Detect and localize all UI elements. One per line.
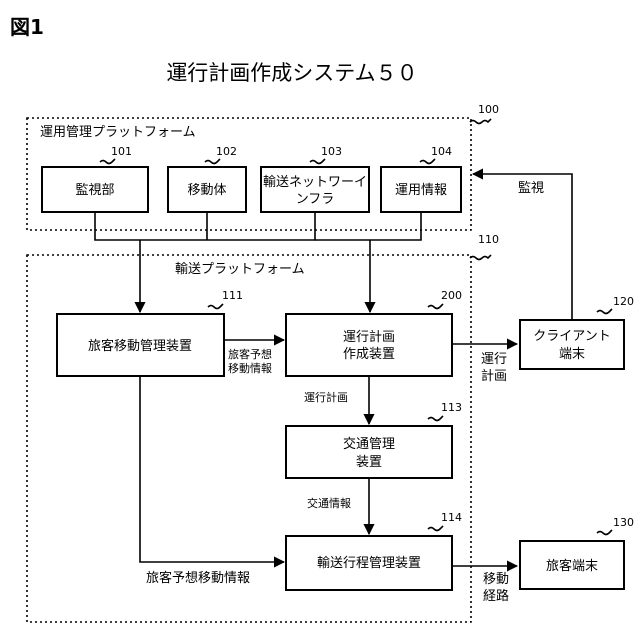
route-line1: 移動 <box>483 572 509 587</box>
infra-ref-squiggle <box>310 159 325 164</box>
infra-node-ref: 103 <box>321 145 342 158</box>
opinfo-node-label: 運用情報 <box>395 183 447 198</box>
plan-label: 運行計画 <box>304 390 348 404</box>
passenger-terminal-ref: 130 <box>613 516 634 529</box>
monitor-node-ref: 101 <box>111 145 132 158</box>
predicted-info-line2: 移動情報 <box>228 361 272 375</box>
transport-platform-ref: 110 <box>478 233 499 246</box>
plan-out-line2: 計画 <box>481 368 507 384</box>
ops-platform-label: 運用管理プラットフォーム <box>40 125 196 140</box>
figure-label: 図1 <box>10 15 44 39</box>
top-bus-left <box>95 212 315 240</box>
itinerary-mgmt-label: 輸送行程管理装置 <box>317 556 421 571</box>
plan-out-line1: 運行 <box>481 352 507 367</box>
passenger-mgmt-ref-squiggle <box>208 304 223 309</box>
plan-creator-node <box>286 314 452 376</box>
itinerary-mgmt-ref: 114 <box>441 511 462 524</box>
traffic-mgmt-line2: 装置 <box>356 455 382 470</box>
monitor-ref-squiggle <box>100 159 115 164</box>
predicted-info-line1: 旅客予想 <box>228 347 272 361</box>
plan-creator-ref: 200 <box>441 289 462 302</box>
passenger-mgmt-label: 旅客移動管理装置 <box>88 338 192 354</box>
traffic-mgmt-line1: 交通管理 <box>343 436 395 452</box>
client-ref: 120 <box>613 295 634 308</box>
mobile-node-label: 移動体 <box>187 183 226 198</box>
itinerary-mgmt-ref-squiggle <box>428 526 443 531</box>
top-bus-right <box>315 212 421 240</box>
diagram-title: 運行計画作成システム５０ <box>166 61 417 85</box>
infra-node-line2: ンフラ <box>296 192 335 207</box>
passenger-terminal-label: 旅客端末 <box>546 558 598 574</box>
passenger-to-itinerary-arrow <box>140 376 284 562</box>
client-line1: クライアント <box>533 329 610 344</box>
traffic-mgmt-ref-squiggle <box>428 416 443 421</box>
transport-platform-label: 輸送プラットフォーム <box>175 262 305 277</box>
infra-node-line1: 輸送ネットワーイ <box>263 175 367 190</box>
client-line2: 端末 <box>559 347 585 362</box>
ops-platform-ref: 100 <box>478 103 499 116</box>
ops-platform-ref-squiggle <box>470 119 491 124</box>
plan-creator-ref-squiggle <box>428 304 443 309</box>
traffic-info-label: 交通情報 <box>307 496 351 510</box>
opinfo-node-ref: 104 <box>431 145 452 158</box>
monitoring-label: 監視 <box>518 180 544 196</box>
traffic-mgmt-ref: 113 <box>441 401 462 414</box>
traffic-mgmt-node <box>286 426 452 478</box>
monitor-node-label: 監視部 <box>75 182 114 198</box>
route-line2: 経路 <box>483 588 509 604</box>
plan-creator-line2: 作成装置 <box>343 347 395 362</box>
transport-platform-ref-squiggle <box>470 255 491 260</box>
mobile-ref-squiggle <box>205 159 220 164</box>
predicted-info-bottom-label: 旅客予想移動情報 <box>146 570 250 586</box>
plan-creator-line1: 運行計画 <box>343 329 395 345</box>
passenger-mgmt-ref: 111 <box>222 289 243 302</box>
passenger-terminal-ref-squiggle <box>597 530 612 535</box>
client-ref-squiggle <box>597 309 612 314</box>
opinfo-ref-squiggle <box>420 159 435 164</box>
mobile-node-ref: 102 <box>216 145 237 158</box>
